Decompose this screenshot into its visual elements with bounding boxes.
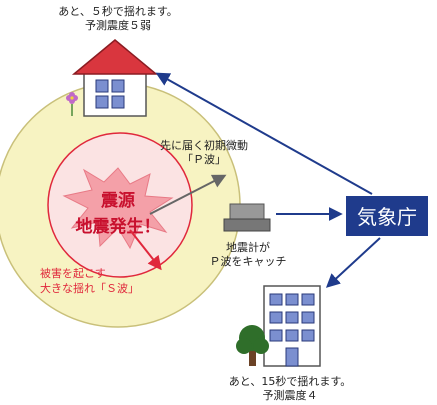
seismometer-label-line1: 地震計が (226, 240, 270, 254)
s-wave-label-line2: 大きな揺れ「Ｓ波」 (40, 281, 139, 295)
house-warning-line2: 予測震度５弱 (85, 18, 151, 32)
s-wave-arrow (129, 229, 162, 271)
agency-label: 気象庁 (357, 205, 417, 229)
warning-arrow-to-building (325, 237, 381, 288)
agency-box (346, 196, 428, 236)
warning-arrow-to-house (155, 72, 373, 195)
building-warning-line1: あと、15秒で揺れます。 (229, 374, 351, 388)
tree-icon (236, 325, 269, 366)
p-wave-arrow (149, 174, 227, 215)
epicenter-event: 地震発生！ (76, 216, 161, 237)
epicenter-burst (62, 167, 174, 250)
house-icon (71, 39, 159, 117)
seismometer-icon (223, 203, 271, 232)
building-icon (263, 285, 321, 367)
p-wave-label-line1: 先に届く初期微動 (160, 138, 248, 152)
s-wave-label-line1: 被害を起こす (40, 266, 106, 280)
seismometer-label-line2: Ｐ波をキャッチ (210, 255, 287, 268)
house-warning-line1: あと、５秒で揺れます。 (58, 4, 177, 18)
p-wave-label-line2: 「Ｐ波」 (182, 153, 226, 166)
epicenter-title: 震源 (100, 190, 135, 211)
flower-icon (66, 92, 78, 116)
building-warning-line2: 予測震度４ (263, 388, 318, 402)
